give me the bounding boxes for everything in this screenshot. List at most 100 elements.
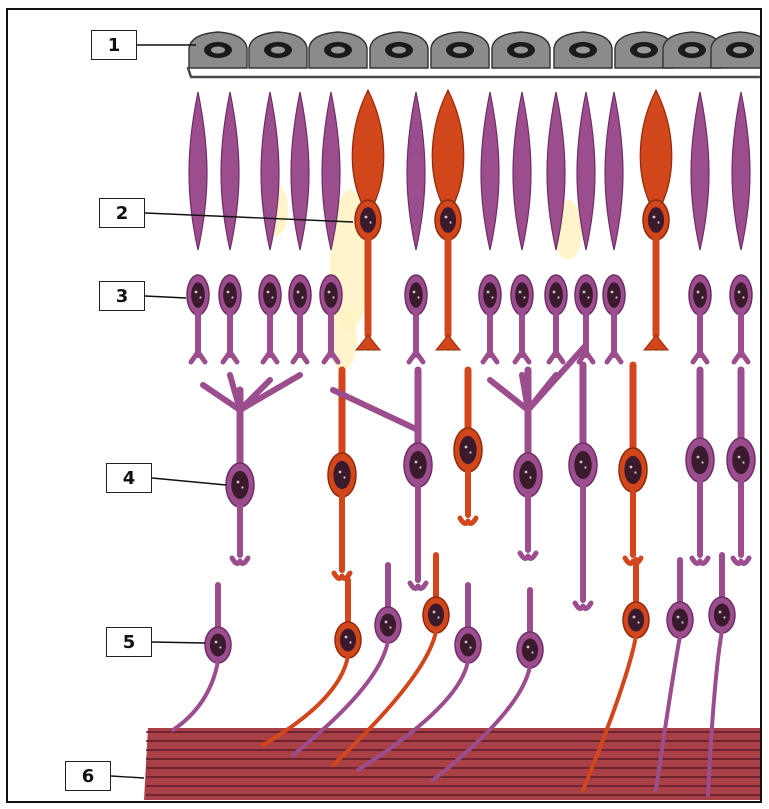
rod-7-outer-segment (407, 92, 425, 250)
rod-2-nucleus (223, 282, 237, 308)
ganglion-1-axon (173, 661, 218, 730)
cone-8-nucleus (440, 207, 456, 233)
bipolar-2-nucleus (333, 461, 350, 489)
bipolar-3-granule (419, 466, 421, 468)
ganglion-3-nucleolus (385, 621, 388, 624)
bipolar-8-terminal (692, 558, 708, 563)
rod-11-nucleus (549, 282, 563, 308)
label-text-3: 3 (116, 286, 129, 307)
bipolar-1-tree (203, 375, 300, 450)
bipolar-9-nucleus (732, 446, 749, 474)
leader-line-3 (145, 296, 186, 298)
rod-9-nucleolus (487, 291, 490, 294)
label-box-5: 5 (106, 627, 152, 657)
ganglion-4-nucleus (428, 603, 444, 626)
rod-12-nucleolus (583, 291, 586, 294)
neuron-cells (173, 90, 755, 795)
rod-7-granule (417, 296, 419, 298)
rod-3-nucleus (263, 282, 277, 308)
ganglion-7-granule (637, 621, 639, 623)
retina-diagram (8, 10, 762, 803)
ganglion-1-nucleolus (215, 641, 218, 644)
bipolar-9-granule (742, 461, 744, 463)
epithelial-nucleus-core-3 (331, 47, 345, 54)
leader-line-5 (152, 642, 205, 643)
ganglion-5-nucleolus (465, 641, 468, 644)
rod-16-outer-segment (732, 92, 750, 250)
bipolar-9-terminal (733, 558, 749, 563)
ganglion-8-nucleus (672, 608, 688, 631)
label-text-5: 5 (123, 632, 136, 653)
ganglion-3-granule (389, 626, 391, 628)
bipolar-3-nucleolus (415, 461, 418, 464)
rod-3-nucleolus (267, 291, 270, 294)
rod-5-nucleolus (328, 291, 331, 294)
epithelial-nucleus-core-10 (733, 47, 747, 54)
label-text-2: 2 (116, 203, 129, 224)
leader-line-4 (152, 478, 226, 485)
bipolar-5-nucleolus (525, 471, 528, 474)
ganglion-4-granule (437, 616, 439, 618)
rod-2-granule (231, 296, 233, 298)
bipolar-5-nucleus (519, 461, 536, 489)
cone-8-pedicle (436, 335, 460, 350)
label-text-1: 1 (108, 35, 121, 56)
epithelial-nucleus-core-4 (392, 47, 406, 54)
bipolar-4-nucleolus (465, 446, 468, 449)
bipolar-6-terminal (575, 603, 591, 608)
rod-15-nucleus (693, 282, 707, 308)
bipolar-1-nucleus (231, 471, 248, 499)
rod-13-nucleolus (611, 291, 614, 294)
epithelial-nucleus-core-7 (576, 47, 590, 54)
cone-14-outer-segment (640, 90, 672, 215)
cone-8-granule (449, 221, 451, 223)
bipolar-2-nucleolus (339, 471, 342, 474)
ganglion-5-granule (469, 646, 471, 648)
bipolar-8-nucleolus (697, 456, 700, 459)
rod-11-granule (557, 296, 559, 298)
bipolar-9-nucleolus (738, 456, 741, 459)
bipolar-6-nucleus (574, 451, 591, 479)
rod-4-granule (301, 296, 303, 298)
ganglion-7-nucleus (628, 608, 644, 631)
rod-3-granule (271, 296, 273, 298)
label-box-1: 1 (91, 30, 137, 60)
epithelial-nucleus-core-2 (271, 47, 285, 54)
bipolar-1-nucleolus (237, 481, 240, 484)
epithelial-nucleus-core-8 (637, 47, 651, 54)
rod-11-nucleolus (553, 291, 556, 294)
rod-13-nucleus (607, 282, 621, 308)
ganglion-8-granule (681, 621, 683, 623)
rod-13-granule (615, 296, 617, 298)
ganglion-6-nucleolus (527, 646, 530, 649)
epithelial-nucleus-core-1 (211, 47, 225, 54)
cone-6-granule (369, 221, 371, 223)
rod-12-nucleus (579, 282, 593, 308)
ganglion-5-nucleus (460, 633, 476, 656)
leader-line-2 (145, 213, 353, 222)
bipolar-1-terminal (232, 558, 248, 563)
ganglion-3-nucleus (380, 613, 396, 636)
bipolar-5-granule (529, 476, 531, 478)
rod-15-nucleolus (697, 291, 700, 294)
rod-4-outer-segment (291, 92, 309, 250)
bipolar-4-terminal (460, 518, 476, 523)
rod-12-granule (587, 296, 589, 298)
rod-7-nucleus (409, 282, 423, 308)
rod-4-nucleolus (297, 291, 300, 294)
ganglion-9-nucleolus (719, 611, 722, 614)
rod-5-granule (332, 296, 334, 298)
epithelial-nucleus-core-5 (453, 47, 467, 54)
rod-10-outer-segment (513, 92, 531, 250)
rod-9-granule (491, 296, 493, 298)
cone-14-nucleolus (653, 216, 656, 219)
ganglion-1-granule (219, 646, 221, 648)
bipolar-8-nucleus (691, 446, 708, 474)
cone-14-granule (657, 221, 659, 223)
rod-1-granule (199, 296, 201, 298)
pigment-epithelium-layer (188, 32, 762, 77)
cone-6-nucleus (360, 207, 376, 233)
rod-2-nucleolus (227, 291, 230, 294)
cone-6-nucleolus (365, 216, 368, 219)
rod-16-nucleus (734, 282, 748, 308)
